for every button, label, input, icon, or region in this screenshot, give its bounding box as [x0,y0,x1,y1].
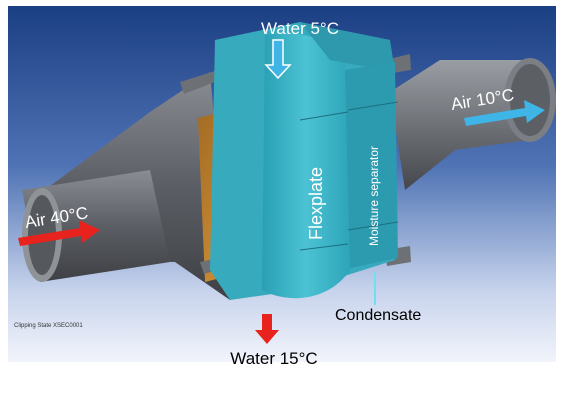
water-out-label: Water 15°C [230,349,317,368]
condensate-label: Condensate [335,307,421,324]
arrow-right-icon [18,220,100,246]
arrow-down-icon [264,39,292,80]
arrow-down-icon [255,314,279,344]
arrow-right-icon [464,100,545,126]
moisture-separator-label: Moisture separator [367,146,381,246]
flexplate-label: Flexplate [306,167,326,240]
outlet-duct [390,58,556,190]
water-housing [210,22,399,300]
clipping-state-label: Clipping State XSEC0001 [14,323,83,329]
water-in-label: Water 5°C [261,19,339,38]
